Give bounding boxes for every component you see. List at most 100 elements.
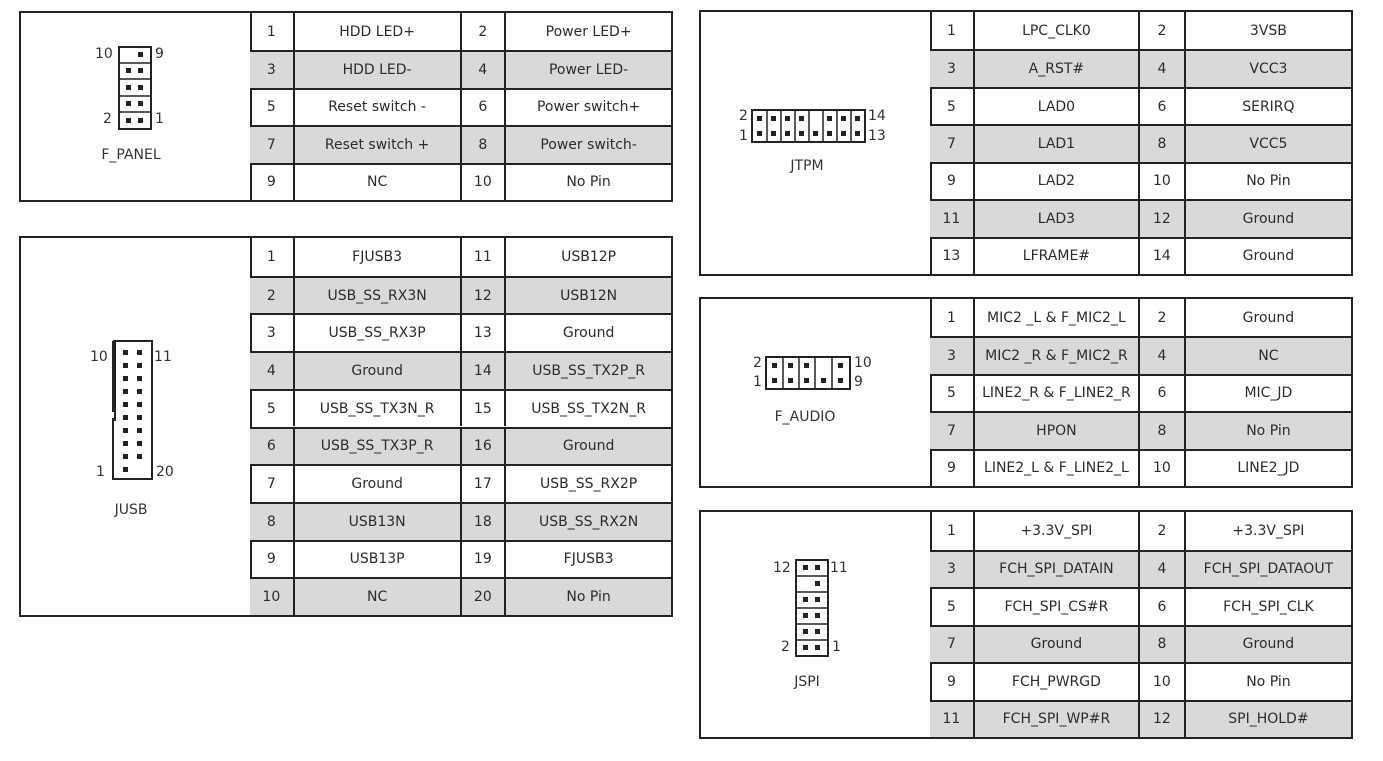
pin-number-cell: 2 [1140, 12, 1186, 50]
pin-label-top-right: 14 [868, 108, 886, 124]
pin-number-cell: 11 [462, 238, 507, 276]
f-audio-pin-header-icon [765, 356, 851, 390]
pin-number-cell: 6 [1140, 589, 1186, 625]
pin-number-cell: 9 [250, 164, 295, 200]
pin-number-cell: 5 [250, 390, 295, 427]
pin-number-cell: 2 [1140, 512, 1186, 550]
pin-number-cell: 3 [250, 315, 295, 352]
pin-number-cell: 8 [1140, 626, 1186, 662]
signal-name-cell: USB_SS_TX2P_R [532, 362, 645, 379]
signal-name-cell: Ground [975, 626, 1141, 662]
signal-name-cell: HDD LED- [295, 52, 462, 88]
signal-name-cell: USB_SS_RX3N [295, 277, 462, 314]
signal-name-cell: MIC2 _R & F_MIC2_R [975, 338, 1141, 374]
pin-number-cell: 13 [930, 238, 975, 274]
signal-name-cell: LAD1 [975, 126, 1141, 162]
pin-number-cell: 4 [1140, 51, 1186, 87]
f-audio-header-diagram: 2 10 1 9 F_AUDIO [701, 299, 932, 486]
signal-name-cell: Ground [1242, 210, 1295, 227]
pin-number-cell: 7 [930, 626, 975, 662]
signal-name-cell: USB_SS_RX3P [295, 315, 462, 352]
pin-number-cell: 8 [250, 503, 295, 540]
signal-name-cell: USB_SS_TX3P_R [295, 428, 462, 465]
pin-label-bottom-left: 2 [103, 111, 112, 127]
signal-name-cell: USB13P [295, 541, 462, 578]
pin-number-cell: 1 [930, 12, 975, 50]
signal-name-cell: Power switch+ [536, 99, 641, 116]
pin-label-top-right: 9 [155, 46, 164, 62]
pin-number-cell: 8 [1140, 126, 1186, 162]
pin-number-cell: 3 [930, 338, 975, 374]
jspi-header-diagram: 12 11 2 1 JSPI [701, 512, 932, 737]
pin-number-cell: 1 [250, 13, 295, 51]
header-name: JUSB [114, 502, 148, 518]
signal-name-cell: Ground [295, 353, 462, 389]
pin-number-cell: 9 [250, 541, 295, 578]
signal-name-cell: Ground [562, 325, 615, 342]
pin-number-cell: 10 [1140, 664, 1186, 700]
pin-number-cell: 11 [930, 201, 975, 237]
signal-name-cell: +3.3V_SPI [975, 512, 1141, 550]
pin-number-cell: 16 [462, 428, 507, 465]
signal-name-cell: SPI_HOLD# [1228, 711, 1309, 728]
pin-number-cell: 15 [462, 390, 507, 427]
signal-name-cell: LINE2_R & F_LINE2_R [975, 375, 1141, 412]
signal-name-cell: USB_SS_TX2N_R [531, 400, 646, 417]
pin-number-cell: 6 [462, 89, 507, 126]
pin-number-cell: 2 [1140, 299, 1186, 337]
pin-label-top-right: 10 [854, 355, 872, 371]
signal-name-cell: FJUSB3 [295, 238, 462, 276]
signal-name-cell: USB_SS_RX2P [540, 476, 638, 493]
signal-name-cell: NC [295, 164, 462, 200]
pin-number-cell: 2 [462, 13, 507, 51]
signal-name-cell: SERIRQ [1242, 98, 1295, 115]
pin-number-cell: 12 [1140, 701, 1186, 737]
pin-number-cell: 13 [462, 315, 507, 352]
pin-number-cell: 17 [462, 466, 507, 502]
pin-label-bottom-left: 1 [753, 374, 762, 390]
signal-name-cell: LAD2 [975, 163, 1141, 200]
signal-name-cell: LAD3 [975, 201, 1141, 237]
pin-number-cell: 7 [930, 413, 975, 449]
pin-number-cell: 10 [250, 579, 295, 615]
pin-number-cell: 5 [930, 375, 975, 412]
pin-label-top-left: 2 [753, 355, 762, 371]
signal-name-cell: Ground [562, 438, 615, 455]
pin-number-cell: 2 [250, 277, 295, 314]
pin-label-top-left: 2 [739, 108, 748, 124]
pin-number-cell: 5 [930, 88, 975, 125]
jtpm-pin-header-icon [751, 109, 866, 143]
pin-number-cell: 4 [1140, 551, 1186, 587]
pin-label-top-left: 10 [90, 349, 108, 365]
pin-number-cell: 3 [930, 551, 975, 587]
pin-number-cell: 6 [1140, 88, 1186, 125]
pin-number-cell: 14 [1140, 238, 1186, 274]
signal-name-cell: FCH_SPI_DATAIN [975, 551, 1141, 587]
signal-name-cell: LPC_CLK0 [975, 12, 1141, 50]
signal-name-cell: HDD LED+ [295, 13, 462, 51]
signal-name-cell: LFRAME# [975, 238, 1141, 274]
signal-name-cell: No Pin [566, 589, 611, 606]
pin-label-bottom-left: 1 [739, 128, 748, 144]
signal-name-cell: NC [1258, 348, 1279, 365]
